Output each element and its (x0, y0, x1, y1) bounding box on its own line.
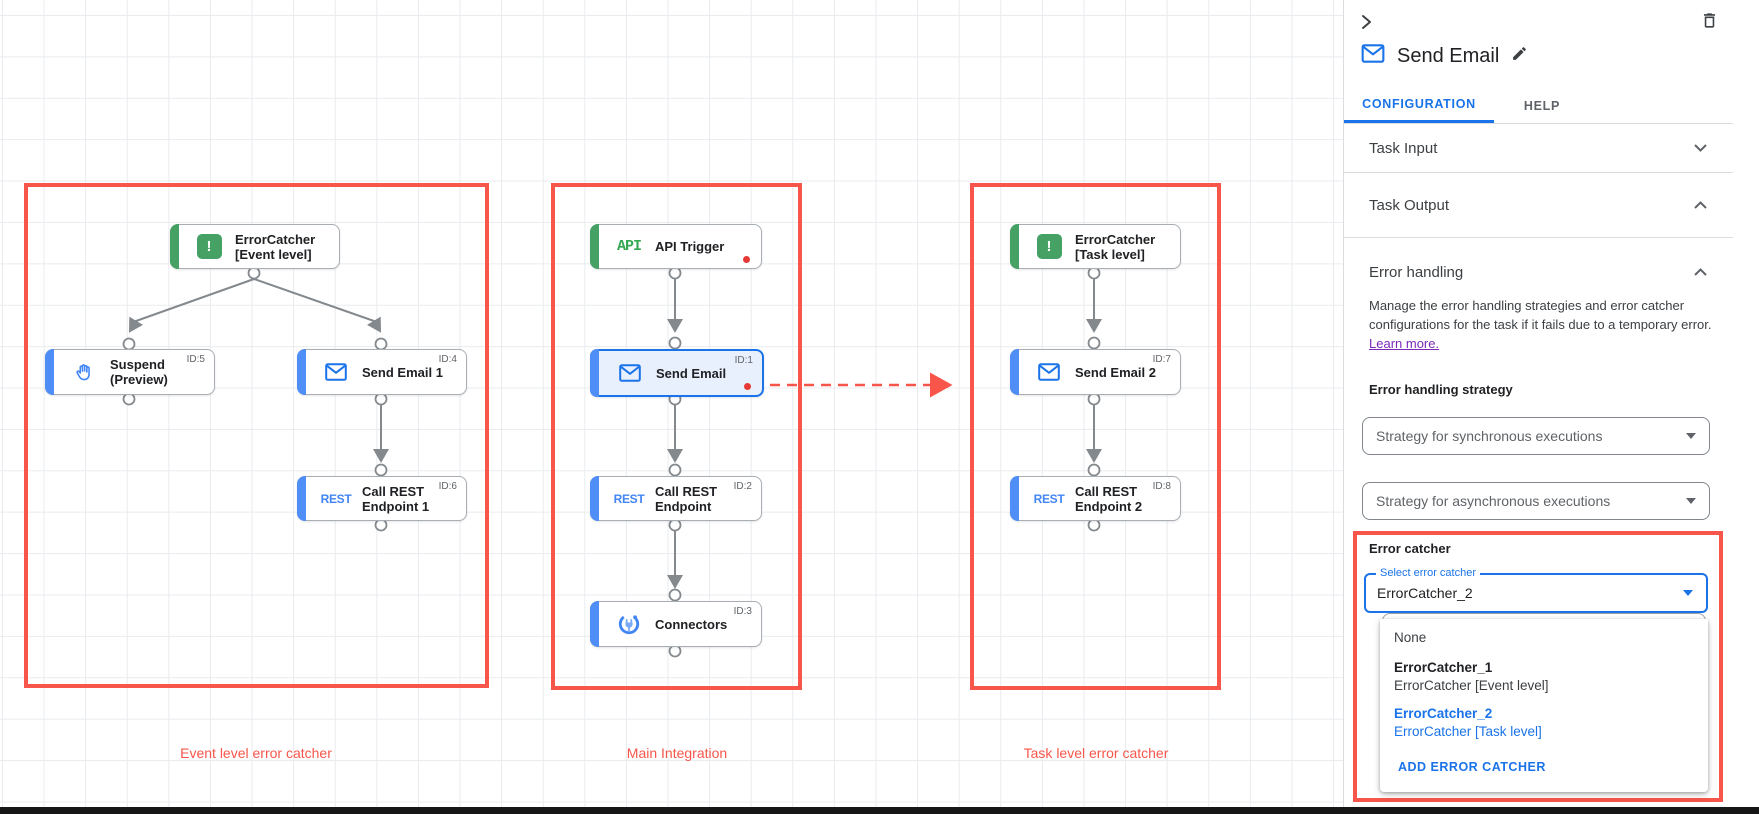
node-id-badge: ID:3 (733, 606, 752, 617)
group-label-task-level: Task level error catcher (1023, 745, 1169, 761)
node-accent-bar (1010, 349, 1019, 395)
node-accent-bar (45, 349, 54, 395)
rest-icon: REST (1033, 491, 1065, 506)
panel-title: Send Email (1397, 44, 1500, 67)
email-icon (612, 364, 648, 382)
panel-tabs: CONFIGURATION HELP (1344, 88, 1733, 124)
node-accent-bar (170, 224, 179, 269)
section-divider (1344, 237, 1733, 238)
group-label-main-integration: Main Integration (626, 745, 728, 761)
group-box-task-level (970, 183, 1221, 690)
section-task-output[interactable]: Task Output (1344, 173, 1733, 237)
edges-layer (122, 266, 1102, 658)
group-label-event-level: Event level error catcher (180, 745, 332, 761)
dropdown-caret-icon (1683, 590, 1693, 596)
integration-canvas[interactable]: Event level error catcher Main Integrati… (0, 0, 1343, 814)
section-task-input[interactable]: Task Input (1344, 124, 1733, 172)
menu-option-none[interactable]: None (1394, 630, 1427, 645)
group-box-main-integration (551, 183, 802, 690)
bottom-bar (0, 807, 1759, 814)
chevron-up-icon (1694, 268, 1707, 276)
select-error-catcher-field[interactable]: Select error catcher ErrorCatcher_2 (1364, 567, 1708, 613)
error-catcher-label: Error catcher (1369, 541, 1451, 556)
node-send-email-1[interactable]: Send Email 1 ID:4 (297, 349, 467, 395)
menu-option-errorcatcher-2[interactable]: ErrorCatcher_2 ErrorCatcher [Task level] (1394, 706, 1542, 739)
error-catcher-highlight-box (1353, 531, 1723, 802)
node-errorcatcher-event-level[interactable]: ! ErrorCatcher[Event level] (170, 224, 340, 269)
error-catcher-icon: ! (1031, 234, 1067, 259)
section-error-handling[interactable]: Error handling (1344, 252, 1733, 292)
node-accent-bar (1010, 224, 1019, 269)
error-catcher-icon: ! (191, 234, 227, 259)
select-error-catcher-floating-label: Select error catcher (1376, 567, 1480, 579)
error-catcher-dropdown-menu: None ErrorCatcher_1 ErrorCatcher [Event … (1380, 619, 1708, 792)
connectors-icon (611, 612, 647, 636)
node-id-badge: ID:6 (438, 481, 457, 492)
node-connectors[interactable]: Connectors ID:3 (590, 601, 762, 647)
node-accent-bar (590, 476, 599, 521)
email-icon (1031, 363, 1067, 381)
select-error-catcher-value: ErrorCatcher_2 (1377, 585, 1473, 601)
add-error-catcher-button[interactable]: ADD ERROR CATCHER (1398, 760, 1546, 774)
node-accent-bar (590, 349, 599, 397)
api-trigger-icon: API (616, 238, 642, 255)
node-id-badge: ID:8 (1152, 481, 1171, 492)
error-handling-description: Manage the error handling strategies and… (1369, 296, 1721, 353)
node-id-badge: ID:2 (733, 481, 752, 492)
delete-task-icon[interactable] (1700, 11, 1719, 35)
node-id-badge: ID:4 (438, 354, 457, 365)
node-send-email-selected[interactable]: Send Email ID:1 (590, 349, 764, 397)
email-icon (318, 363, 354, 381)
suspend-hand-icon (66, 362, 102, 383)
task-config-panel: Send Email CONFIGURATION HELP Task Input… (1343, 0, 1759, 814)
send-email-task-icon (1361, 44, 1385, 68)
chevron-down-icon (1694, 144, 1707, 152)
rest-icon: REST (320, 491, 352, 506)
rest-icon: REST (613, 491, 645, 506)
node-send-email-2[interactable]: Send Email 2 ID:7 (1010, 349, 1181, 395)
node-id-badge: ID:7 (1152, 354, 1171, 365)
tab-help[interactable]: HELP (1523, 98, 1561, 113)
async-strategy-select[interactable]: Strategy for asynchronous executions (1362, 482, 1710, 520)
node-id-badge: ID:1 (734, 355, 753, 366)
node-suspend-preview[interactable]: Suspend(Preview) ID:5 (45, 349, 215, 395)
dropdown-caret-icon (1686, 433, 1696, 439)
node-accent-bar (297, 476, 306, 521)
node-accent-bar (590, 224, 599, 269)
edit-indicator-dot (744, 383, 751, 390)
node-accent-bar (1010, 476, 1019, 521)
edit-title-icon[interactable] (1511, 45, 1528, 67)
dropdown-caret-icon (1686, 498, 1696, 504)
node-accent-bar (297, 349, 306, 395)
menu-option-errorcatcher-1[interactable]: ErrorCatcher_1 ErrorCatcher [Event level… (1394, 660, 1549, 693)
node-api-trigger[interactable]: API API Trigger (590, 224, 762, 269)
node-errorcatcher-task-level[interactable]: ! ErrorCatcher[Task level] (1010, 224, 1181, 269)
group-box-event-level (24, 183, 489, 688)
edit-indicator-dot (743, 256, 750, 263)
collapse-panel-icon[interactable] (1356, 12, 1376, 37)
error-handling-strategy-label: Error handling strategy (1369, 382, 1513, 397)
node-accent-bar (590, 601, 599, 647)
tab-configuration[interactable]: CONFIGURATION (1344, 88, 1494, 123)
learn-more-link[interactable]: Learn more. (1369, 336, 1440, 351)
node-id-badge: ID:5 (186, 354, 205, 365)
sync-strategy-select[interactable]: Strategy for synchronous executions (1362, 417, 1710, 455)
section-divider (1344, 172, 1733, 173)
chevron-up-icon (1694, 201, 1707, 209)
